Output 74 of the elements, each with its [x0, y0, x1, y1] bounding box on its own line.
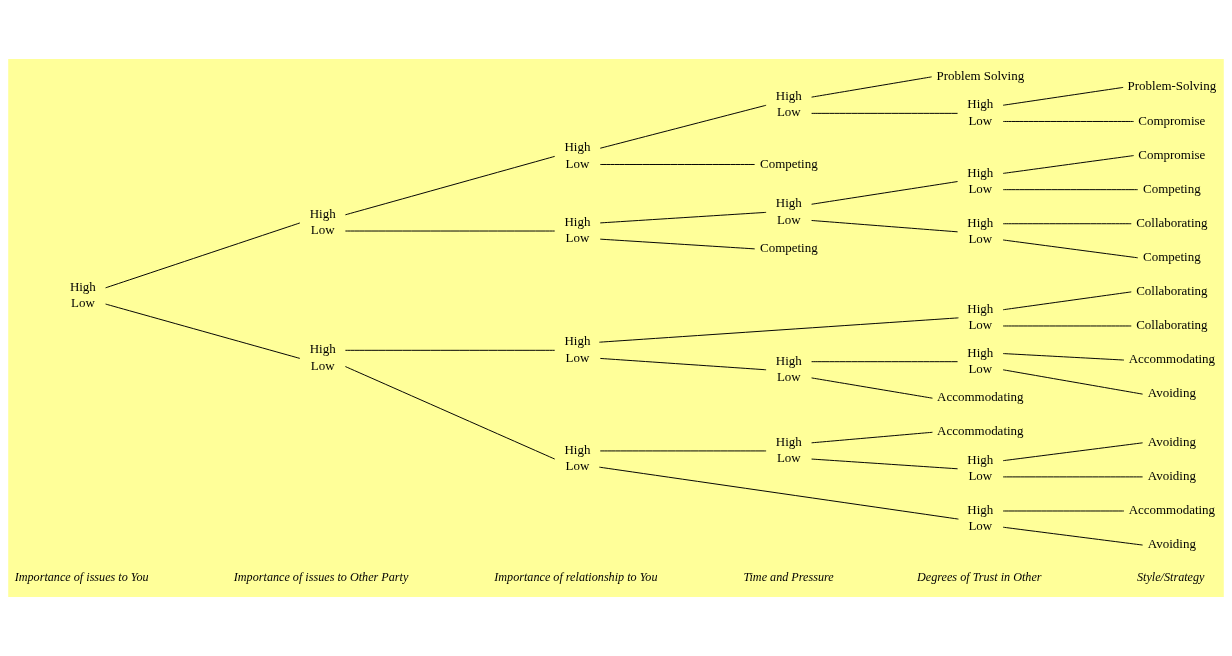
node-text: High Low — [309, 205, 336, 238]
connector — [1002, 223, 1132, 225]
node-text: Avoiding — [1147, 467, 1196, 483]
node-text: High Low — [69, 278, 96, 311]
connector — [811, 361, 959, 363]
node-text: High Low — [775, 352, 802, 384]
node-text: Collaborating — [1136, 214, 1208, 230]
connector — [811, 76, 933, 98]
node-text: Accommodating — [1128, 351, 1216, 367]
connector — [811, 431, 933, 444]
label: Time and Pressure — [743, 570, 834, 585]
node-text: High Low — [564, 214, 591, 246]
node-text: Competing — [1143, 248, 1201, 264]
connector — [599, 238, 756, 250]
connector — [1002, 369, 1144, 395]
connector — [811, 377, 933, 399]
connector — [599, 357, 767, 371]
connector — [811, 458, 959, 470]
connector — [1002, 526, 1144, 546]
connector — [811, 112, 959, 114]
node-text: High Low — [564, 442, 591, 474]
node-text: Accommodating — [1128, 502, 1216, 518]
connector — [344, 349, 556, 351]
node-text: High Low — [967, 96, 994, 128]
node-text: Problem Solving — [936, 67, 1025, 83]
connector — [811, 220, 959, 233]
node-text: Accommodating — [937, 389, 1024, 405]
connector — [599, 211, 767, 224]
connector — [105, 303, 301, 359]
node-text: Competing — [760, 155, 818, 171]
connector — [1002, 121, 1135, 122]
node-text: High Low — [775, 433, 802, 466]
node-text: High Low — [564, 333, 591, 365]
node-text: High Low — [309, 341, 336, 373]
connector — [1002, 86, 1124, 106]
label: Importance of relationship to You — [494, 570, 658, 585]
node-text: Collaborating — [1136, 317, 1208, 333]
connector — [1002, 239, 1139, 259]
connector — [598, 317, 959, 343]
node-text: Collaborating — [1136, 282, 1208, 298]
connector — [1002, 442, 1144, 462]
node-text: High Low — [967, 164, 994, 196]
connector — [105, 222, 301, 289]
node-text: High Low — [775, 88, 802, 120]
node-text: High Low — [967, 451, 994, 483]
node-text: Compromise — [1138, 146, 1206, 162]
node-text: High Low — [967, 344, 994, 376]
node-text: High Low — [967, 214, 994, 247]
node-text: Problem-Solving — [1127, 78, 1217, 94]
connector — [344, 366, 556, 460]
node-text: High Low — [967, 502, 994, 534]
connector — [599, 104, 767, 149]
label: Importance of issues to Other Party — [233, 570, 409, 585]
node-text: High Low — [564, 139, 591, 171]
node-text: Avoiding — [1147, 433, 1196, 449]
connector — [599, 164, 756, 165]
node-text: Competing — [760, 239, 818, 255]
node-text: Compromise — [1138, 112, 1206, 128]
node-text: High Low — [967, 300, 994, 333]
label: Style/Strategy — [1136, 570, 1205, 585]
node-text: High Low — [775, 195, 802, 227]
node-text: Avoiding — [1147, 536, 1196, 552]
connector — [598, 466, 959, 520]
connector — [1002, 353, 1125, 361]
connector — [1002, 291, 1132, 311]
node-text: Avoiding — [1147, 385, 1196, 401]
connector — [344, 155, 556, 216]
connector — [1002, 155, 1135, 174]
node-text: Accommodating — [937, 423, 1024, 439]
label: Importance of issues to You — [14, 570, 149, 585]
label: Degrees of Trust in Other — [917, 570, 1042, 585]
node-text: Competing — [1143, 180, 1201, 196]
connector — [1002, 189, 1139, 191]
connector — [811, 181, 959, 205]
